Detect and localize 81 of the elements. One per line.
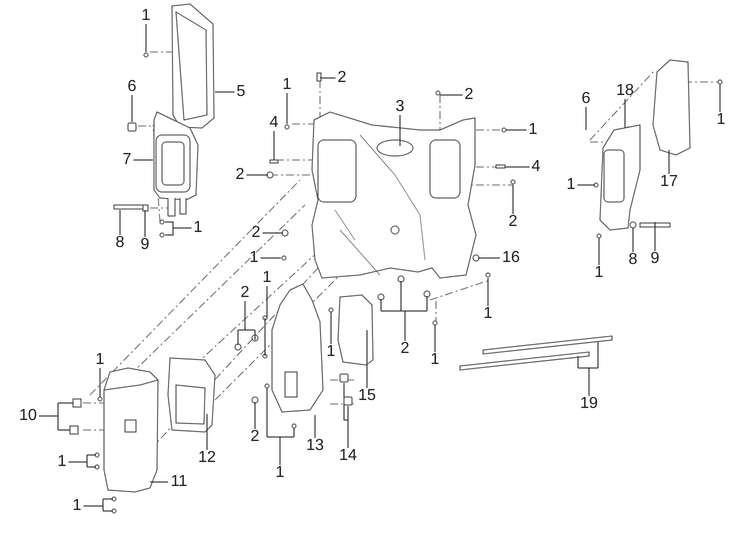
callout-number: 1 <box>716 112 726 128</box>
fastener-part <box>160 220 164 224</box>
leader-line <box>598 238 600 266</box>
callout-number: 2 <box>236 167 244 183</box>
callout-number: 3 <box>396 99 404 115</box>
fastener-part <box>486 272 490 278</box>
callout-number: 2 <box>464 87 474 103</box>
callout-number: 11 <box>170 474 188 490</box>
leader-line <box>577 184 596 186</box>
leader-line <box>314 414 316 438</box>
leader-line <box>206 414 208 450</box>
leader-line <box>330 312 332 344</box>
callout-number: 1 <box>594 265 604 281</box>
callout-number: 6 <box>582 91 590 107</box>
fastener-part <box>282 256 286 260</box>
callout-number: 1 <box>528 122 538 138</box>
callout-number: 1 <box>262 270 272 286</box>
callout-number: 5 <box>236 84 246 100</box>
callout-number: 1 <box>276 465 284 481</box>
callout-number: 1 <box>484 306 492 322</box>
callout-number: 4 <box>270 115 278 131</box>
leader-line <box>654 222 656 252</box>
callout-number: 12 <box>198 450 216 466</box>
callout-number: 15 <box>358 388 376 404</box>
callout-number: 16 <box>502 250 520 266</box>
fastener-part <box>344 396 352 406</box>
leader-line <box>668 150 670 174</box>
leader-line <box>38 402 74 430</box>
callout-number: 2 <box>250 429 260 445</box>
leader-line <box>632 228 634 252</box>
fastener-part <box>510 180 516 184</box>
callout-number: 9 <box>650 251 660 267</box>
callout-number: 1 <box>250 250 258 266</box>
callout-number: 7 <box>122 152 132 168</box>
callout-number: 1 <box>430 352 440 368</box>
callout-number: 2 <box>338 70 346 86</box>
callout-number: 1 <box>72 498 82 514</box>
leader-line <box>504 166 530 168</box>
leader-line <box>624 98 626 128</box>
callout-number: 6 <box>128 79 136 95</box>
callout-number: 9 <box>140 237 150 253</box>
leader-line <box>440 94 463 96</box>
callout-number: 4 <box>532 159 540 175</box>
callout-number: 1 <box>58 454 66 470</box>
callout-number: 1 <box>142 8 150 24</box>
leader-line <box>254 402 256 430</box>
callout-number: 8 <box>116 235 124 251</box>
callout-number: 2 <box>240 285 250 301</box>
callout-number: 1 <box>282 77 292 93</box>
leader-line <box>238 300 256 346</box>
leader-line <box>246 174 268 176</box>
callout-number: 1 <box>96 352 104 368</box>
leader-line <box>366 330 368 388</box>
leader-line <box>434 324 436 352</box>
leader-line <box>264 286 268 356</box>
leader-line <box>83 498 114 512</box>
callout-number: 2 <box>252 225 260 241</box>
callout-number: 8 <box>628 252 638 268</box>
fastener-part <box>128 122 136 132</box>
fastener-part <box>340 374 348 382</box>
leader-line <box>262 232 284 234</box>
leader-line <box>144 210 146 238</box>
leader-line <box>68 454 96 468</box>
callout-number: 1 <box>326 344 336 360</box>
leader-line <box>578 342 598 396</box>
leader-line <box>380 280 428 342</box>
callout-number: 13 <box>306 438 324 454</box>
leader-line <box>512 184 514 214</box>
fastener-part <box>284 124 290 130</box>
callout-number: 10 <box>19 408 37 424</box>
callout-number: 2 <box>508 214 518 230</box>
callout-number: 17 <box>660 174 678 190</box>
fastener-part <box>160 232 164 238</box>
leader-line <box>266 388 294 466</box>
callout-number: 14 <box>339 448 357 464</box>
callout-number: 18 <box>616 83 634 99</box>
callout-number: 2 <box>400 341 410 357</box>
callout-number: 19 <box>580 396 598 412</box>
callout-number: 1 <box>566 177 576 193</box>
leader-line <box>286 92 288 124</box>
callout-number: 1 <box>194 220 202 236</box>
